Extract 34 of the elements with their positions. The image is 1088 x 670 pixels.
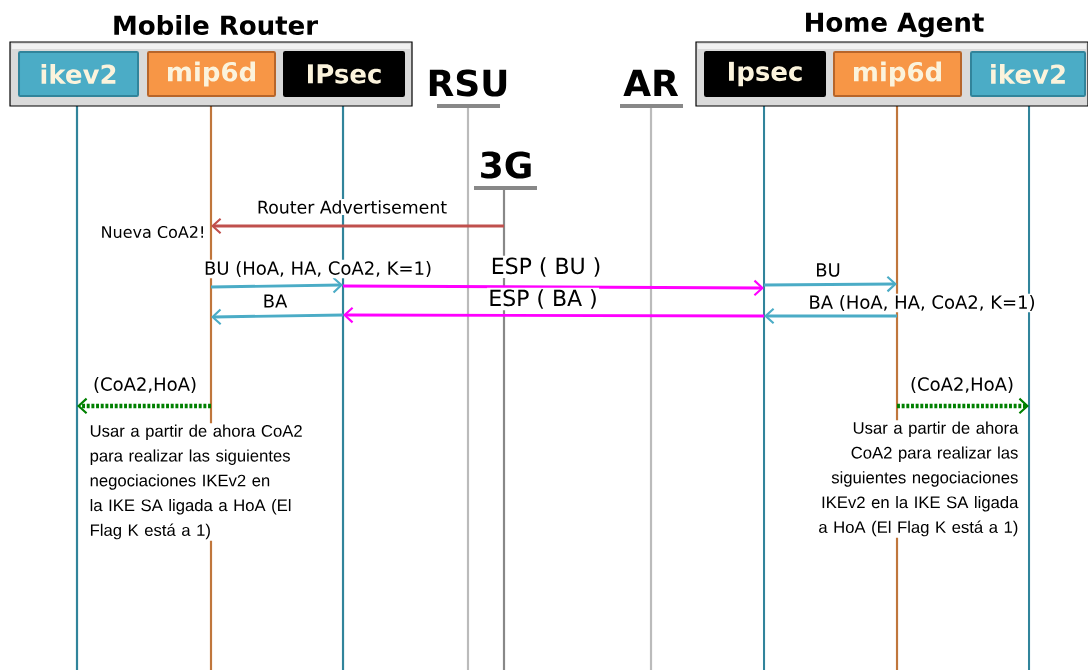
edge-label: BA	[264, 294, 288, 308]
edge-label: ESP ( BA )	[490, 289, 596, 309]
component-box: IPsec	[283, 51, 405, 97]
component-box: mip6d	[147, 51, 276, 97]
edge-label: Router Advertisement	[258, 200, 447, 214]
entity-label: RSU	[429, 69, 507, 108]
component-box: ikev2	[18, 51, 139, 97]
edge-label: ESP ( BU )	[492, 257, 600, 277]
note-text: Nueva CoA2!	[99, 224, 207, 240]
lifeline	[762, 106, 766, 670]
message-arrow	[211, 308, 344, 325]
message-arrow	[211, 277, 343, 294]
message-arrow	[764, 307, 897, 325]
message-arrow	[897, 397, 1029, 415]
message-arrow	[77, 397, 211, 415]
lifeline	[649, 108, 653, 670]
entity-label: AR	[620, 69, 683, 108]
note-text: Usar a partir de ahora CoA2 para realizar las siguientes negociaciones IKEv2 en la IKE SA ligada a HoA (El Flag K está a 1)	[88, 423, 311, 541]
edge-label: (CoA2,HoA)	[94, 377, 196, 393]
component-box: ikev2	[970, 51, 1086, 97]
component-box: Ipsec	[704, 51, 826, 97]
message-arrow	[343, 306, 764, 324]
entity-label: 3G	[474, 151, 537, 190]
note-text: Usar a partir de ahora CoA2 para realizar las siguientes negociaciones IKEv2 en la IKE SA ligada a HoA (El Flag K está a 1)	[797, 420, 1020, 538]
edge-label: BU (HoA, HA, CoA2, K=1)	[205, 261, 431, 277]
edge-label: (CoA2,HoA)	[911, 377, 1013, 393]
edge-label: BU	[817, 263, 840, 277]
message-arrow	[764, 275, 897, 293]
edge-label: BA (HoA, HA, CoA2, K=1)	[810, 295, 1035, 311]
lifeline	[466, 108, 470, 670]
lifeline	[75, 106, 79, 670]
component-box: mip6d	[833, 51, 962, 97]
message-arrow	[211, 217, 504, 235]
message-arrow	[343, 279, 764, 297]
